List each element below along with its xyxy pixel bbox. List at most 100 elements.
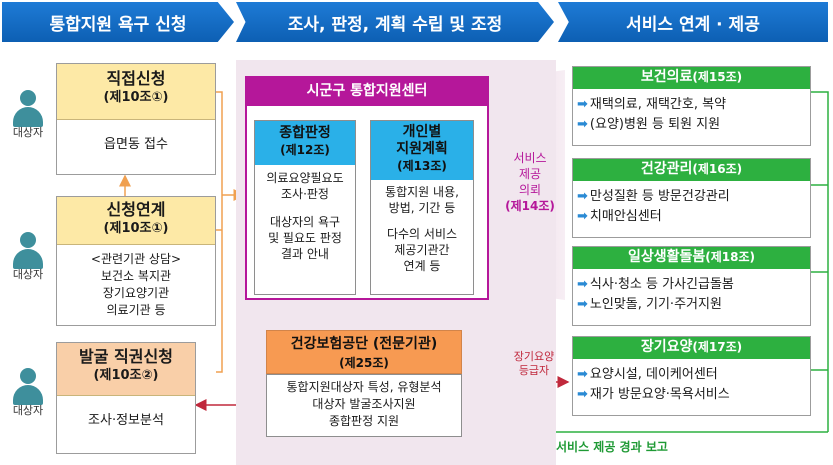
sub-title: 개인별 — [402, 124, 442, 140]
body-line: 제공기관간 — [394, 243, 450, 257]
box-body: 조사·정보분석 — [88, 413, 164, 428]
arrow-bullet-icon: ➡ — [577, 209, 588, 224]
service-item: ➡만성질환 등 방문건강관리 — [573, 187, 810, 207]
discovery-application-title: 발굴 직권신청 (제10조②) — [57, 343, 195, 396]
plan-body-1: 통합지원 내용, 방법, 기간 등 — [371, 180, 473, 216]
body-line: 다수의 서비스 — [386, 227, 458, 241]
body-line: 조사·판정 — [281, 187, 329, 201]
box-title: 신청연계 — [106, 200, 166, 219]
assessment-box: 종합판정 (제12조) 의료요양필요도 조사·판정 대상자의 욕구 및 필요도 … — [254, 120, 356, 295]
assessment-body-2: 대상자의 욕구 및 필요도 판정 결과 안내 — [255, 202, 355, 262]
plan-title: 개인별 지원계획 (제13조) — [371, 121, 473, 180]
body-line: 통합지원 내용, — [385, 185, 459, 199]
service-item-text: 치매안심센터 — [589, 209, 662, 224]
assessment-body-1: 의료요양필요도 조사·판정 — [255, 165, 355, 202]
label-line: 서비스 — [513, 151, 547, 165]
arrow-bullet-icon: ➡ — [577, 277, 588, 292]
arrow-bullet-icon: ➡ — [577, 367, 588, 382]
box-law: (제10조②) — [93, 368, 159, 383]
service-law: (제15조) — [692, 70, 743, 84]
ltc-grade-label: 장기요양 등급자 — [506, 350, 562, 378]
person-label: 대상자 — [12, 126, 44, 139]
service-name: 일상생활돌봄 — [627, 249, 706, 265]
agency-body: 통합지원대상자 특성, 유형분석 대상자 발굴조사지원 종합판정 지원 — [266, 374, 462, 437]
service-item: ➡재가 방문요양·목욕서비스 — [573, 385, 810, 405]
agency-title: 건강보험공단 (전문기관) (제25조) — [266, 330, 462, 374]
body-line: 의료요양필요도 — [266, 171, 344, 185]
person-icon: 대상자 — [10, 232, 46, 284]
service-item-text: 식사·청소 등 가사긴급돌봄 — [589, 277, 734, 292]
service-item-text: 노인맞돌, 기기·주거지원 — [589, 297, 722, 312]
linked-application-title: 신청연계 (제10조①) — [57, 197, 215, 245]
service-consult-label: 서비스 제공 의뢰 (제14조) — [500, 150, 560, 214]
box-law: (제10조①) — [103, 221, 169, 236]
body-line: 결과 안내 — [281, 247, 329, 261]
body-line: 종합판정 지원 — [328, 414, 400, 428]
arrow-bullet-icon: ➡ — [577, 297, 588, 312]
direct-application-box: 직접신청 (제10조①) 읍면동 접수 — [56, 63, 216, 175]
agency-name: 건강보험공단 (전문기관) — [290, 336, 438, 352]
body-line: 및 필요도 판정 — [268, 231, 342, 245]
service-item: ➡재택의료, 재택간호, 복약 — [573, 95, 810, 115]
plan-body-2: 다수의 서비스 제공기관간 연계 등 — [371, 216, 473, 274]
body-line: 대상자 발굴조사지원 — [312, 397, 416, 411]
service-name: 건강관리 — [640, 161, 693, 177]
service-item-text: 만성질환 등 방문건강관리 — [589, 189, 730, 204]
service-name: 보건의료 — [640, 69, 693, 85]
box-title: 발굴 직권신청 — [79, 347, 173, 366]
report-label: 서비스 제공 경과 보고 — [556, 440, 668, 454]
service-title: 장기요양(제17조) — [573, 337, 810, 359]
service-title: 보건의료(제15조) — [573, 67, 810, 89]
service-item-text: 요양시설, 데이케어센터 — [589, 367, 718, 382]
service-item: ➡요양시설, 데이케어센터 — [573, 365, 810, 385]
service-health-management: 건강관리(제16조) ➡만성질환 등 방문건강관리 ➡치매안심센터 — [572, 158, 811, 238]
service-item: ➡노인맞돌, 기기·주거지원 — [573, 295, 810, 315]
body-line: 통합지원대상자 특성, 유형분석 — [286, 380, 442, 394]
label-line: 의뢰 — [518, 183, 542, 197]
box-line: 장기요양기관 — [102, 286, 170, 300]
box-body: 읍면동 접수 — [104, 137, 168, 152]
box-law: (제10조①) — [103, 90, 169, 105]
sub-title: 지원계획 — [396, 141, 448, 157]
box-title: 직접신청 — [106, 69, 166, 88]
body-line: 방법, 기간 등 — [388, 201, 456, 215]
service-item: ➡치매안심센터 — [573, 207, 810, 227]
person-label: 대상자 — [12, 404, 44, 417]
sub-law: (제12조) — [280, 143, 330, 157]
sub-title: 종합판정 — [279, 125, 331, 141]
person-icon: 대상자 — [10, 90, 46, 142]
center-title: 시군구 통합지원센터 — [245, 76, 489, 104]
service-title: 건강관리(제16조) — [573, 159, 810, 181]
service-item: ➡식사·청소 등 가사긴급돌봄 — [573, 275, 810, 295]
service-item-text: 재택의료, 재택간호, 복약 — [589, 97, 727, 112]
person-icon: 대상자 — [10, 368, 46, 420]
sub-law: (제13조) — [397, 159, 447, 173]
header-request: 통합지원 욕구 신청 — [2, 2, 234, 42]
service-long-term-care: 장기요양(제17조) ➡요양시설, 데이케어센터 ➡재가 방문요양·목욕서비스 — [572, 336, 811, 416]
arrow-bullet-icon: ➡ — [577, 189, 588, 204]
arrow-bullet-icon: ➡ — [577, 117, 588, 132]
service-item-text: 재가 방문요양·목욕서비스 — [589, 387, 730, 402]
label-law: (제14조) — [505, 199, 555, 213]
body-line: 대상자의 욕구 — [269, 215, 341, 229]
box-line: 보건소 복지관 — [100, 269, 172, 283]
header-assessment: 조사, 판정, 계획 수립 및 조정 — [236, 2, 554, 42]
service-item: ➡(요양)병원 등 퇴원 지원 — [573, 115, 810, 135]
assessment-title: 종합판정 (제12조) — [255, 121, 355, 165]
service-item-text: (요양)병원 등 퇴원 지원 — [589, 117, 721, 132]
label-line: 등급자 — [518, 364, 550, 377]
arrow-bullet-icon: ➡ — [577, 97, 588, 112]
service-name: 장기요양 — [640, 339, 693, 355]
body-line: 연계 등 — [403, 259, 441, 273]
service-law: (제18조) — [705, 250, 756, 264]
person-label: 대상자 — [12, 268, 44, 281]
discovery-application-box: 발굴 직권신청 (제10조②) 조사·정보분석 — [56, 342, 196, 454]
linked-application-box: 신청연계 (제10조①) <관련기관 상담> 보건소 복지관 장기요양기관 의료… — [56, 196, 216, 326]
header-service: 서비스 연계 · 제공 — [558, 2, 828, 42]
arrow-bullet-icon: ➡ — [577, 387, 588, 402]
service-health-care: 보건의료(제15조) ➡재택의료, 재택간호, 복약 ➡(요양)병원 등 퇴원 … — [572, 66, 811, 146]
plan-box: 개인별 지원계획 (제13조) 통합지원 내용, 방법, 기간 등 다수의 서비… — [370, 120, 474, 295]
service-law: (제16조) — [692, 162, 743, 176]
service-title: 일상생활돌봄(제18조) — [573, 247, 810, 269]
box-body: <관련기관 상담> 보건소 복지관 장기요양기관 의료기관 등 — [57, 245, 215, 319]
